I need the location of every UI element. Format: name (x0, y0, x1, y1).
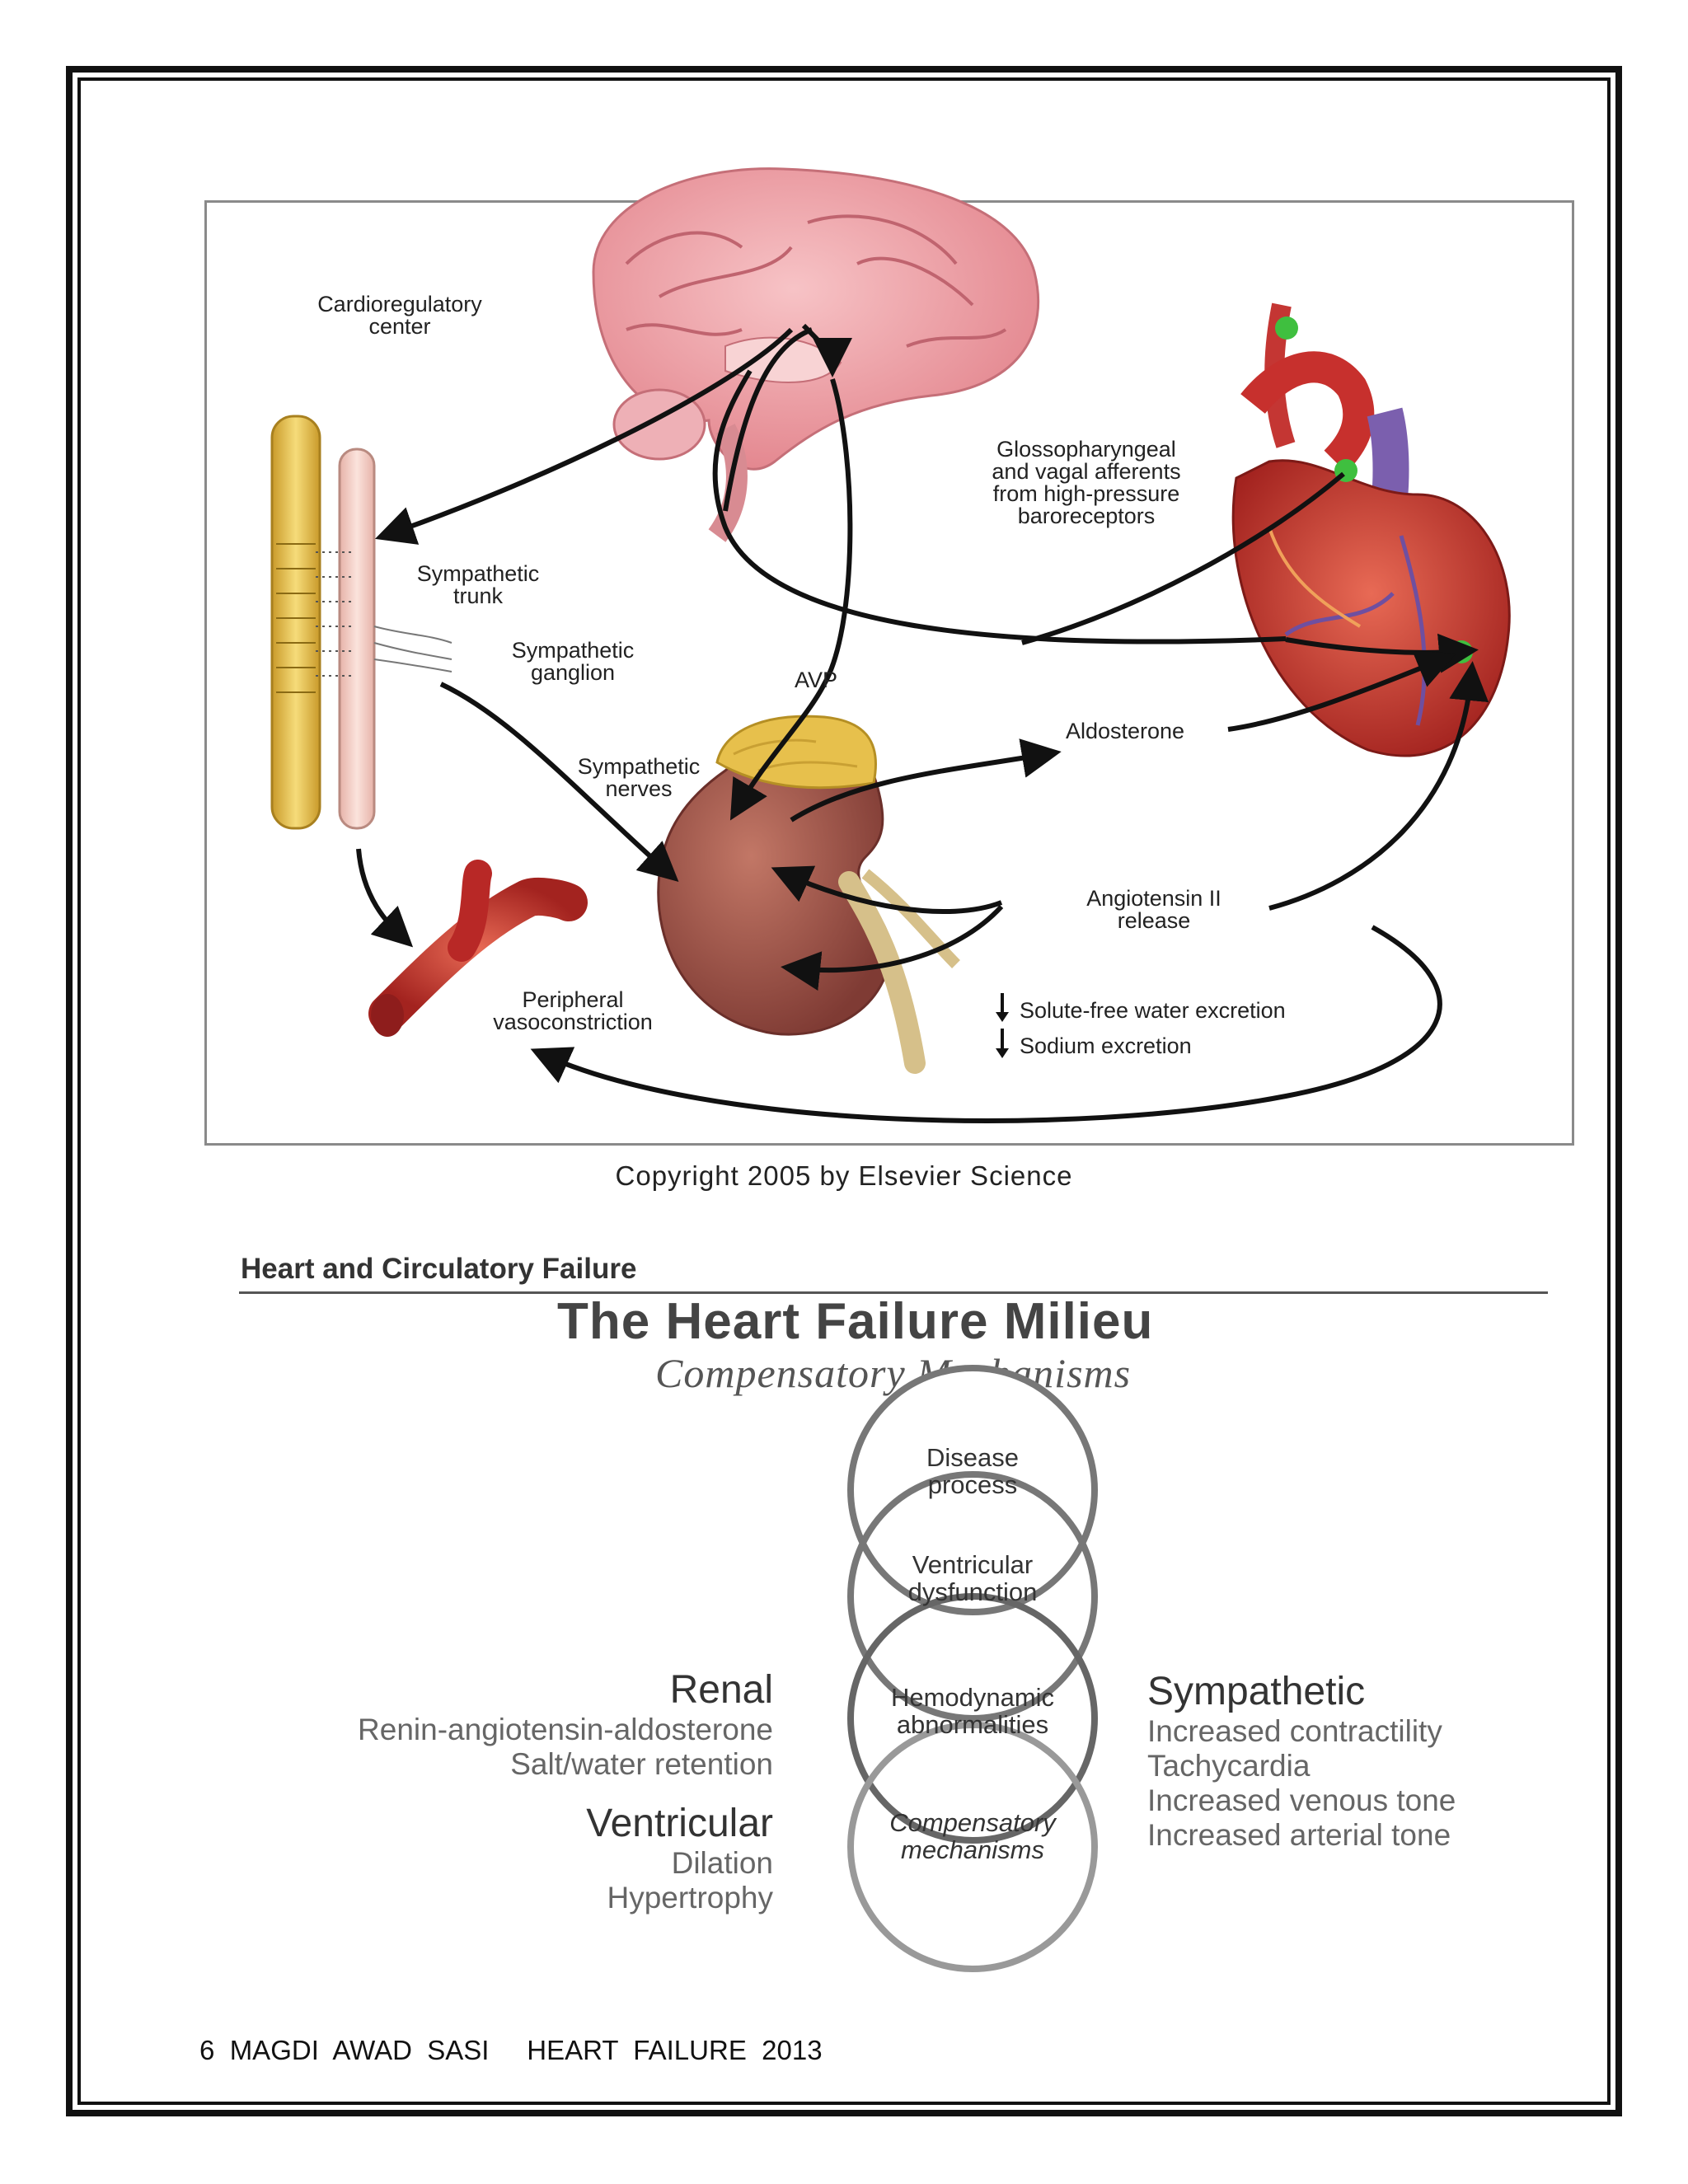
circle-label-disease: Disease process (926, 1443, 1019, 1499)
milieu-subtitle: Compensatory Mechanisms (655, 1350, 1132, 1396)
page-footer: 6 MAGDI AWAD SASI HEART FAILURE 2013 (199, 2035, 823, 2065)
ventricular-heading: Ventricular (586, 1802, 773, 1845)
label-peripheral-vasoconstriction: Peripheral vasoconstriction (493, 987, 653, 1034)
label-solute-free-water: Solute-free water excretion (1020, 998, 1286, 1023)
renal-item: Renin-angiotensin-aldosterone (358, 1713, 773, 1746)
label-sympathetic-ganglion: Sympathetic ganglion (511, 638, 635, 685)
ventricular-item: Dilation (671, 1846, 773, 1880)
label-angiotensin-release: Angiotensin II release (1086, 886, 1221, 933)
label-aldosterone: Aldosterone (1065, 719, 1185, 743)
sympathetic-heading: Sympathetic (1147, 1670, 1366, 1713)
milieu-title: The Heart Failure Milieu (557, 1293, 1154, 1350)
label-avp: AVP (794, 668, 838, 692)
circle-label-compensatory: Compensatory mechanisms (889, 1808, 1056, 1864)
ventricular-item: Hypertrophy (607, 1881, 773, 1915)
label-cardioregulatory-center: Cardioregulatory center (317, 292, 482, 339)
renal-heading: Renal (669, 1668, 773, 1712)
circle-hemodynamic (847, 1593, 1098, 1844)
page-border-outer (66, 66, 1622, 2116)
spinal-column-illustration (270, 415, 452, 830)
renal-block: Renal Renin-angiotensin-aldosterone Salt… (358, 1667, 773, 1782)
sympathetic-item: Tachycardia (1147, 1749, 1311, 1783)
circle-label-hemodynamic: Hemodynamic abnormalities (890, 1683, 1055, 1739)
label-sympathetic-nerves: Sympathetic nerves (577, 754, 701, 801)
circle-compensatory (847, 1722, 1098, 1972)
label-sodium-excretion: Sodium excretion (1020, 1033, 1192, 1058)
page-border-inner (77, 77, 1611, 2105)
ventricular-block: Ventricular Dilation Hypertrophy (586, 1801, 773, 1915)
signaling-arrows (356, 323, 1489, 1123)
circle-label-ventricular: Ventricular dysfunction (907, 1550, 1038, 1606)
blood-vessel-illustration (368, 860, 588, 1037)
sympathetic-block: Sympathetic Increased contractility Tach… (1147, 1669, 1456, 1853)
sympathetic-item: Increased contractility (1147, 1714, 1442, 1748)
circle-ventricular-dysfunction (847, 1471, 1098, 1722)
section-heading: Heart and Circulatory Failure (241, 1253, 637, 1285)
figure-copyright: Copyright 2005 by Elsevier Science (615, 1160, 1073, 1191)
renal-item: Salt/water retention (510, 1747, 773, 1781)
sympathetic-item: Increased venous tone (1147, 1783, 1456, 1817)
decrease-arrows (996, 993, 1009, 1058)
sympathetic-item: Increased arterial tone (1147, 1818, 1451, 1852)
label-sympathetic-trunk: Sympathetic trunk (416, 561, 540, 608)
label-glossopharyngeal-afferents: Glossopharyngeal and vagal afferents fro… (992, 437, 1181, 528)
section-divider (239, 1291, 1548, 1294)
circle-disease-process (847, 1365, 1098, 1615)
